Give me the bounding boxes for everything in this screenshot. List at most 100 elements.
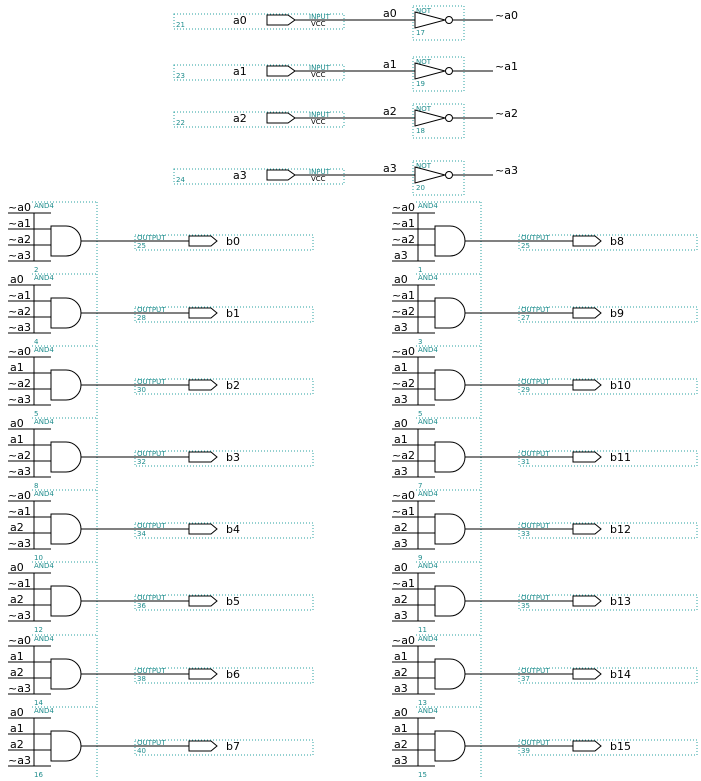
and-gate-input-label: a1: [394, 361, 408, 374]
and-gate-inst: 15: [418, 771, 427, 779]
output-pin-id: 25: [521, 242, 530, 250]
output-pin-name: b8: [610, 235, 624, 248]
input-pin-frame: [173, 64, 345, 81]
and-gate-icon: [434, 513, 466, 545]
output-pin-icon: [572, 235, 602, 247]
output-pin-frame: [518, 522, 698, 539]
output-pin-type: OUTPUT: [521, 306, 550, 314]
inverter-type: NOT: [416, 7, 432, 15]
and-gate-input-label: ~a1: [8, 505, 31, 518]
and-gate-input-label: ~a2: [392, 305, 415, 318]
and-gate-input-label: a1: [394, 722, 408, 735]
and-gate-input-label: a3: [394, 465, 408, 478]
and-gate-input-label: a1: [394, 650, 408, 663]
output-pin-type: OUTPUT: [521, 234, 550, 242]
output-pin-name: b10: [610, 379, 631, 392]
and-gate-icon: [434, 297, 466, 329]
inverter-type: NOT: [416, 58, 432, 66]
output-pin-name: b1: [226, 307, 240, 320]
output-pin-name: b6: [226, 668, 240, 681]
and-gate-type: AND4: [418, 274, 438, 282]
output-pin-name: b3: [226, 451, 240, 464]
input-wire-label: a3: [383, 162, 397, 175]
and-gate-input-label: ~a3: [8, 609, 31, 622]
inverter-frame: [412, 5, 465, 41]
output-pin-type: OUTPUT: [137, 378, 166, 386]
and-gate-type: AND4: [34, 274, 54, 282]
and-gate-input-label: ~a2: [8, 449, 31, 462]
and-gate-input-label: a2: [394, 738, 408, 751]
and-gate-type: AND4: [34, 202, 54, 210]
and-gate-input-label: a2: [394, 521, 408, 534]
output-pin-name: b12: [610, 523, 631, 536]
and-gate-inst: 12: [34, 626, 43, 634]
and-gate-icon: [50, 513, 82, 545]
and-gate-input-label: ~a0: [8, 345, 31, 358]
input-pin-vcc: VCC: [311, 118, 326, 126]
and-gate-inst: 11: [418, 626, 427, 634]
and-gate-input-label: ~a0: [8, 489, 31, 502]
output-pin-name: b4: [226, 523, 240, 536]
input-pin-id: 23: [176, 72, 185, 80]
and-gate-type: AND4: [34, 707, 54, 715]
output-pin-frame: [518, 739, 698, 756]
and-gate-type: AND4: [418, 635, 438, 643]
output-pin-type: OUTPUT: [521, 594, 550, 602]
output-pin-type: OUTPUT: [137, 306, 166, 314]
input-pin-vcc: VCC: [311, 71, 326, 79]
input-pin-type: INPUT: [309, 168, 331, 176]
input-pin-type: INPUT: [309, 13, 331, 21]
output-pin-frame: [518, 378, 698, 395]
and-gate-input-label: a3: [394, 321, 408, 334]
output-pin-frame: [134, 450, 314, 467]
and-gate-input-label: ~a0: [392, 634, 415, 647]
and-gate-input-label: a0: [10, 417, 24, 430]
and-gate-inst: 14: [34, 699, 43, 707]
inverter-type: NOT: [416, 105, 432, 113]
input-pin-frame: [173, 13, 345, 30]
and-gate-icon: [50, 225, 82, 257]
and-gate-input-label: a0: [394, 561, 408, 574]
and-gate-input-label: ~a0: [8, 201, 31, 214]
and-gate-icon: [50, 441, 82, 473]
output-pin-icon: [572, 595, 602, 607]
input-pin-icon: [266, 65, 296, 77]
inverter-bubble-icon: [445, 171, 453, 179]
and-gate-type: AND4: [34, 490, 54, 498]
inverter-icon: [414, 11, 447, 29]
and-gate-input-label: a0: [394, 706, 408, 719]
inverter-inst: 19: [416, 80, 425, 88]
input-pin-id: 24: [176, 176, 185, 184]
input-pin-name: a1: [233, 65, 247, 78]
and-gate-input-label: ~a2: [8, 377, 31, 390]
output-pin-type: OUTPUT: [521, 378, 550, 386]
output-pin-type: OUTPUT: [137, 739, 166, 747]
inverter-out-label: ~a1: [495, 60, 518, 73]
and-gate-icon: [50, 369, 82, 401]
output-pin-icon: [572, 307, 602, 319]
and-gate-inst: 16: [34, 771, 43, 779]
and-gate-inst: 13: [418, 699, 427, 707]
output-pin-frame: [134, 594, 314, 611]
and-gate-input-label: ~a3: [8, 321, 31, 334]
output-pin-id: 39: [521, 747, 530, 755]
output-pin-name: b9: [610, 307, 624, 320]
and-gate-inst: 10: [34, 554, 43, 562]
output-pin-id: 30: [137, 386, 146, 394]
and-gate-input-label: a3: [394, 754, 408, 767]
input-pin-type: INPUT: [309, 111, 331, 119]
output-pin-type: OUTPUT: [137, 522, 166, 530]
output-pin-frame: [134, 522, 314, 539]
and-gate-inst: 8: [34, 482, 38, 490]
output-pin-id: 37: [521, 675, 530, 683]
output-pin-type: OUTPUT: [521, 739, 550, 747]
input-pin-vcc: VCC: [311, 175, 326, 183]
and-gate-input-label: a2: [10, 593, 24, 606]
input-pin-name: a3: [233, 169, 247, 182]
output-pin-icon: [572, 523, 602, 535]
